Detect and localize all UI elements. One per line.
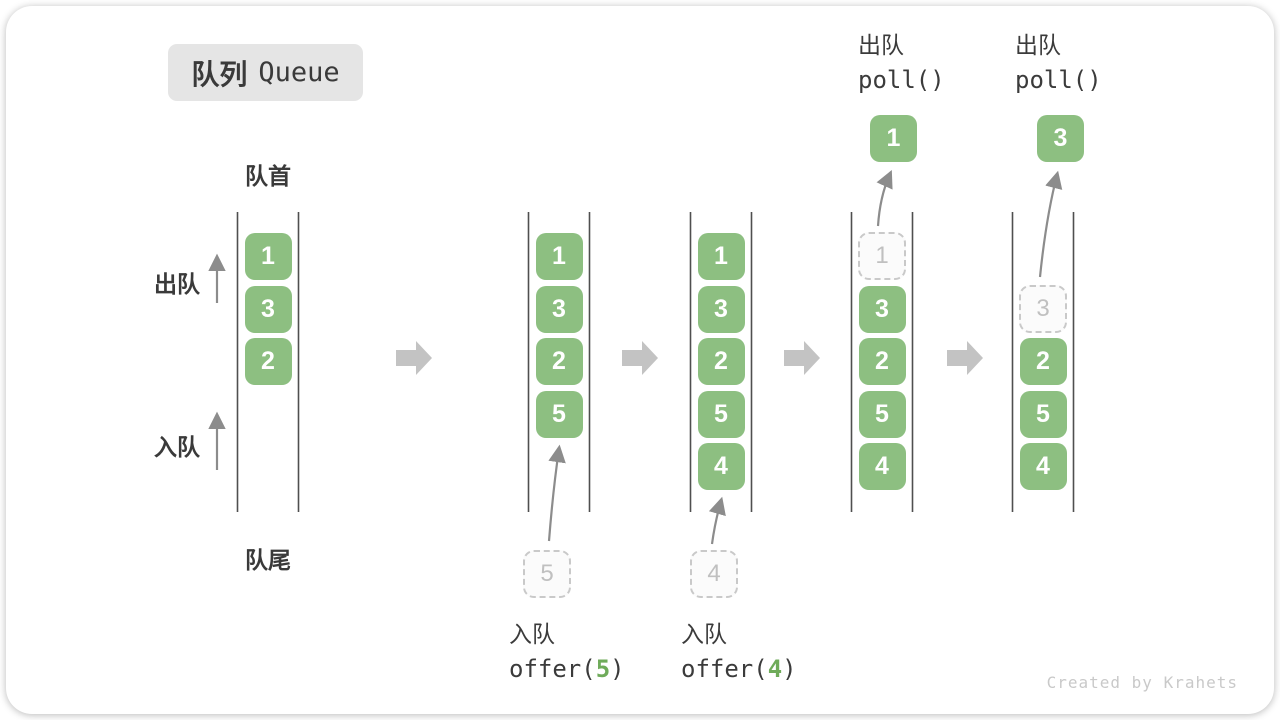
poll-first-code: poll() (858, 66, 945, 94)
queue-item-ghost: 3 (1019, 284, 1067, 333)
state-flow-arrow-icon (784, 341, 820, 375)
enqueue-4-annotation: 入队 offer(4) (681, 617, 797, 687)
title-en: Queue (258, 57, 340, 88)
enqueue-side-label: 入队 (154, 434, 200, 460)
queue-item: 2 (858, 338, 906, 385)
queue-front-label: 队首 (245, 163, 291, 189)
enqueue-4-arg: 4 (767, 655, 783, 683)
queue-item: 4 (697, 443, 745, 490)
queue-item-ghost: 1 (858, 232, 906, 280)
queue-item: 1 (697, 233, 745, 280)
title-zh: 队列 (191, 58, 248, 90)
dequeue-side-label: 出队 (154, 271, 200, 297)
enqueue-5-arrow-icon (547, 444, 566, 542)
poll-second-code: poll() (1015, 66, 1102, 94)
queue-item: 5 (697, 390, 745, 438)
state-flow-arrow-icon (622, 341, 658, 375)
enqueue-4-arrow-icon (708, 496, 726, 545)
queue-item: 1 (535, 233, 583, 280)
title-badge: 队列 Queue (168, 44, 363, 101)
enqueue-5-code: offer(5) (509, 655, 625, 683)
queue-item: 3 (697, 285, 745, 333)
enqueue-source-box: 4 (690, 550, 738, 598)
state-flow-arrow-icon (396, 341, 432, 375)
enqueue-4-code: offer(4) (681, 655, 797, 683)
queue-item: 2 (244, 338, 292, 385)
queue-item: 5 (535, 390, 583, 438)
enqueue-5-arg: 5 (595, 655, 611, 683)
queue-item: 2 (697, 338, 745, 385)
queue-item: 4 (1019, 443, 1067, 490)
enqueue-4-label: 入队 (681, 621, 727, 647)
queue-item: 4 (858, 443, 906, 490)
poll-first-label: 出队 (858, 32, 904, 58)
poll-3-arrow-icon (1038, 170, 1063, 278)
poll-second-label: 出队 (1015, 32, 1061, 58)
enqueue-5-label: 入队 (509, 621, 555, 647)
queue-item: 2 (1019, 338, 1067, 385)
polled-value-box: 1 (870, 115, 917, 162)
queue-item: 2 (535, 338, 583, 385)
queue-item: 5 (858, 390, 906, 438)
queue-rear-label: 队尾 (245, 547, 291, 573)
queue-item: 5 (1019, 390, 1067, 438)
enqueue-5-annotation: 入队 offer(5) (509, 617, 625, 687)
watermark: Created by Krahets (1046, 673, 1238, 692)
poll-1-arrow-icon (876, 169, 893, 227)
enqueue-source-box: 5 (523, 550, 571, 598)
queue-item: 3 (535, 285, 583, 333)
poll-first-annotation: 出队 poll() (858, 28, 945, 98)
queue-item: 1 (244, 233, 292, 280)
state-flow-arrow-icon (947, 341, 983, 375)
polled-value-box: 3 (1037, 115, 1084, 162)
poll-second-annotation: 出队 poll() (1015, 28, 1102, 98)
queue-wall-lines (236, 212, 1075, 512)
queue-item: 3 (858, 285, 906, 333)
queue-item: 3 (244, 285, 292, 333)
